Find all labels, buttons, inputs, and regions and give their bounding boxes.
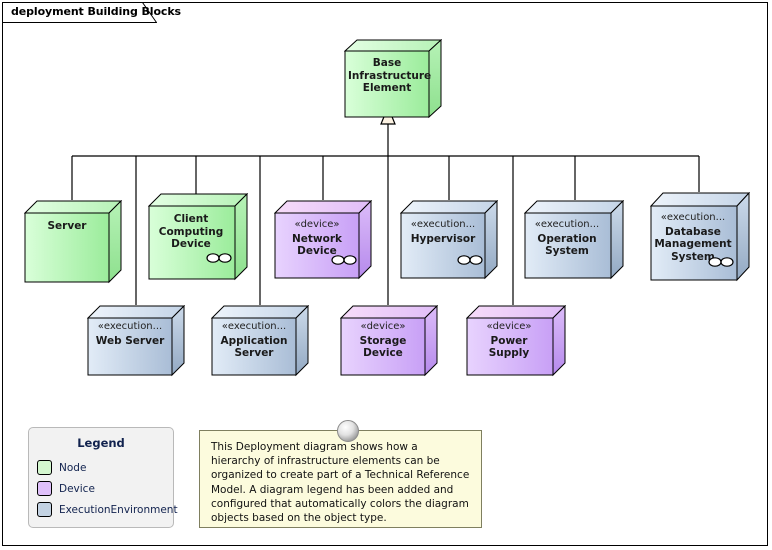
sphere-anchor-icon xyxy=(336,419,360,443)
node-shape-3d xyxy=(340,305,438,377)
node-label: «device» Power Supply xyxy=(466,321,552,360)
port-icon xyxy=(708,256,734,268)
node-name: Hypervisor xyxy=(410,232,476,245)
node-label: «execution... Hypervisor xyxy=(400,219,486,245)
node-network-device[interactable]: «device» Network Device xyxy=(274,200,372,280)
node-name: Operation System xyxy=(537,232,597,258)
node-label: «device» Storage Device xyxy=(340,321,426,360)
node-stereotype: «execution... xyxy=(534,219,600,230)
diagram-legend[interactable]: Legend Node Device ExecutionEnvironment xyxy=(28,427,178,528)
node-shape-3d xyxy=(524,200,624,280)
legend-label-executionenvironment: ExecutionEnvironment xyxy=(59,503,178,516)
node-base-infrastructure-element[interactable]: Base Infrastructure Element xyxy=(344,39,442,119)
node-stereotype: «device» xyxy=(294,219,340,230)
node-name: Storage Device xyxy=(359,334,407,360)
node-shape-3d xyxy=(466,305,566,377)
node-label: «execution... Application Server xyxy=(211,321,297,360)
node-stereotype: «execution... xyxy=(97,321,163,332)
node-database-management-system[interactable]: «execution... Database Management System xyxy=(650,192,750,282)
diagram-note[interactable]: This Deployment diagram shows how a hier… xyxy=(199,430,482,528)
node-shape-3d xyxy=(24,200,122,284)
node-stereotype: «execution... xyxy=(410,219,476,230)
node-label: «execution... Web Server xyxy=(87,321,173,347)
node-shape-3d xyxy=(148,193,248,281)
legend-swatch-executionenvironment xyxy=(37,502,52,517)
node-label: Base Infrastructure Element xyxy=(344,57,432,95)
node-name: Network Device xyxy=(291,232,342,258)
legend-item-node: Node xyxy=(37,457,173,478)
node-shape-3d xyxy=(400,200,498,280)
node-hypervisor[interactable]: «execution... Hypervisor xyxy=(400,200,498,280)
node-name: Web Server xyxy=(95,334,165,347)
node-stereotype: «execution... xyxy=(660,212,726,223)
node-shape-3d xyxy=(211,305,309,377)
port-icon xyxy=(457,254,483,266)
legend-swatch-node xyxy=(37,460,52,475)
node-shape-3d xyxy=(274,200,372,280)
node-name: Base Infrastructure Element xyxy=(348,57,432,94)
legend-item-device: Device xyxy=(37,478,173,499)
legend-label-node: Node xyxy=(59,461,87,474)
node-web-server[interactable]: «execution... Web Server xyxy=(87,305,185,377)
title-tab-shape xyxy=(2,2,157,23)
legend-swatch-device xyxy=(37,481,52,496)
legend-item-executionenvironment: ExecutionEnvironment xyxy=(37,499,178,520)
node-operation-system[interactable]: «execution... Operation System xyxy=(524,200,624,280)
legend-title: Legend xyxy=(77,436,125,450)
node-name: Power Supply xyxy=(488,334,530,360)
diagram-title-tab[interactable]: deployment Building Blocks xyxy=(2,2,181,23)
legend-label-device: Device xyxy=(59,482,95,495)
node-stereotype: «device» xyxy=(486,321,532,332)
node-shape-3d xyxy=(650,192,750,282)
legend-items: Node Device ExecutionEnvironment xyxy=(29,457,178,520)
node-storage-device[interactable]: «device» Storage Device xyxy=(340,305,438,377)
node-shape-3d xyxy=(344,39,442,119)
node-label: «execution... Operation System xyxy=(524,219,610,258)
node-name: Application Server xyxy=(220,334,288,360)
node-power-supply[interactable]: «device» Power Supply xyxy=(466,305,566,377)
diagram-title: deployment Building Blocks xyxy=(11,5,181,18)
note-text: This Deployment diagram shows how a hier… xyxy=(211,441,470,525)
node-label: «device» Network Device xyxy=(274,219,360,258)
node-label: Client Computing Device xyxy=(148,213,234,251)
node-stereotype: «device» xyxy=(360,321,406,332)
node-server[interactable]: Server xyxy=(24,200,122,284)
node-client-computing-device[interactable]: Client Computing Device xyxy=(148,193,248,281)
node-label: Server xyxy=(24,220,110,233)
node-shape-3d xyxy=(87,305,185,377)
node-name: Client Computing Device xyxy=(158,213,224,250)
node-name: Server xyxy=(47,220,87,232)
node-stereotype: «execution... xyxy=(221,321,287,332)
node-application-server[interactable]: «execution... Application Server xyxy=(211,305,309,377)
node-label: «execution... Database Management System xyxy=(650,212,736,263)
port-icon xyxy=(206,252,232,264)
port-icon xyxy=(331,254,357,266)
node-name: Database Management System xyxy=(654,225,732,263)
